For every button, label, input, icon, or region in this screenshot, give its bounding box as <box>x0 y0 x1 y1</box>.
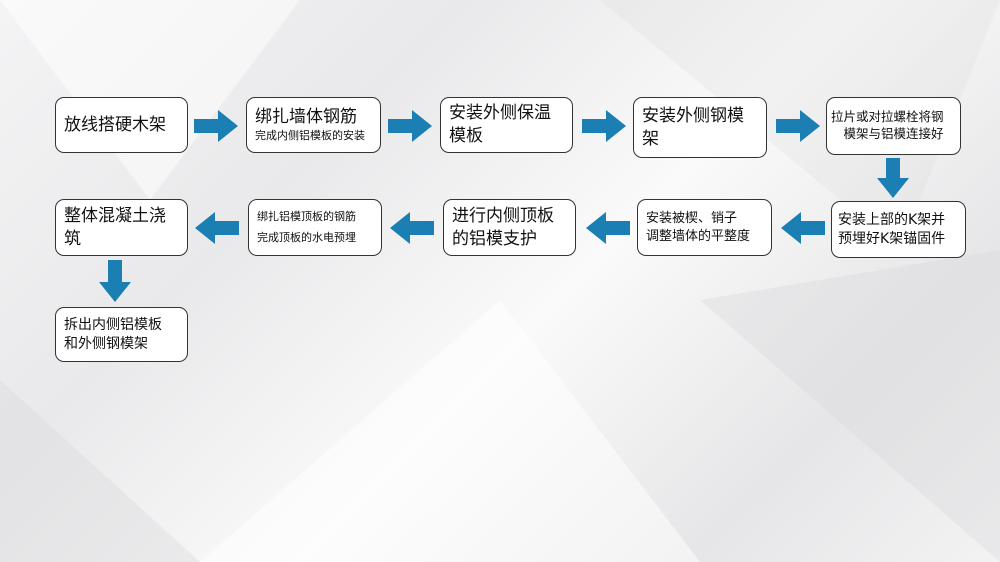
step-text: 整体混凝土浇 <box>64 205 166 226</box>
step-text: 绑扎墙体钢筋 <box>255 107 357 128</box>
step-9-box: 绑扎铝模顶板的钢筋完成顶板的水电预埋 <box>248 199 382 256</box>
step-text: 模板 <box>449 126 483 146</box>
arrow-right-icon <box>582 110 626 142</box>
arrow-left-icon <box>195 212 239 244</box>
arrow-right-icon <box>776 110 820 142</box>
arrow-left-icon <box>586 212 630 244</box>
arrow-left-icon <box>390 212 434 244</box>
step-5-box: 拉片或对拉螺栓将钢模架与铝模连接好 <box>826 97 961 155</box>
step-text: 调整墙体的平整度 <box>646 228 751 244</box>
step-7-box: 安装被楔、销子调整墙体的平整度 <box>637 199 772 256</box>
arrow-left-icon <box>781 212 825 244</box>
step-4-box: 安装外侧钢模架 <box>633 97 767 158</box>
step-text: 筑 <box>64 228 81 249</box>
step-text: 架 <box>642 128 659 149</box>
step-text: 安装上部的K架并 <box>838 211 946 228</box>
step-subtext: 完成内侧铝模板的安装 <box>255 129 365 143</box>
arrow-right-icon <box>388 110 432 142</box>
step-text: 模架与铝模连接好 <box>843 126 944 141</box>
step-text: 拉片或对拉螺栓将钢 <box>831 109 944 125</box>
step-text: 完成顶板的水电预埋 <box>257 230 356 244</box>
step-3-box: 安装外侧保温模板 <box>440 97 573 153</box>
step-text: 预埋好K架锚固件 <box>838 230 946 247</box>
step-text: 拆出内侧铝模板 <box>64 316 162 333</box>
step-11-box: 拆出内侧铝模板和外侧钢模架 <box>55 307 188 362</box>
step-text: 安装被楔、销子 <box>646 210 738 226</box>
step-10-box: 整体混凝土浇筑 <box>55 199 188 256</box>
step-8-box: 进行内侧顶板的铝模支护 <box>443 199 576 256</box>
arrow-right-icon <box>194 110 238 142</box>
step-text: 安装外侧保温 <box>449 103 551 124</box>
step-2-box: 绑扎墙体钢筋完成内侧铝模板的安装 <box>246 97 381 153</box>
step-6-box: 安装上部的K架并预埋好K架锚固件 <box>831 201 966 258</box>
step-text: 进行内侧顶板 <box>452 205 554 226</box>
step-text: 绑扎铝模顶板的钢筋 <box>257 209 356 223</box>
step-text: 安装外侧钢模 <box>642 105 744 126</box>
step-text: 和外侧钢模架 <box>64 335 148 352</box>
step-text: 的铝模支护 <box>452 228 537 249</box>
step-text: 放线搭硬木架 <box>64 114 166 135</box>
arrow-down-icon <box>877 158 909 198</box>
step-1-box: 放线搭硬木架 <box>55 97 188 153</box>
arrow-down-icon <box>99 260 131 302</box>
